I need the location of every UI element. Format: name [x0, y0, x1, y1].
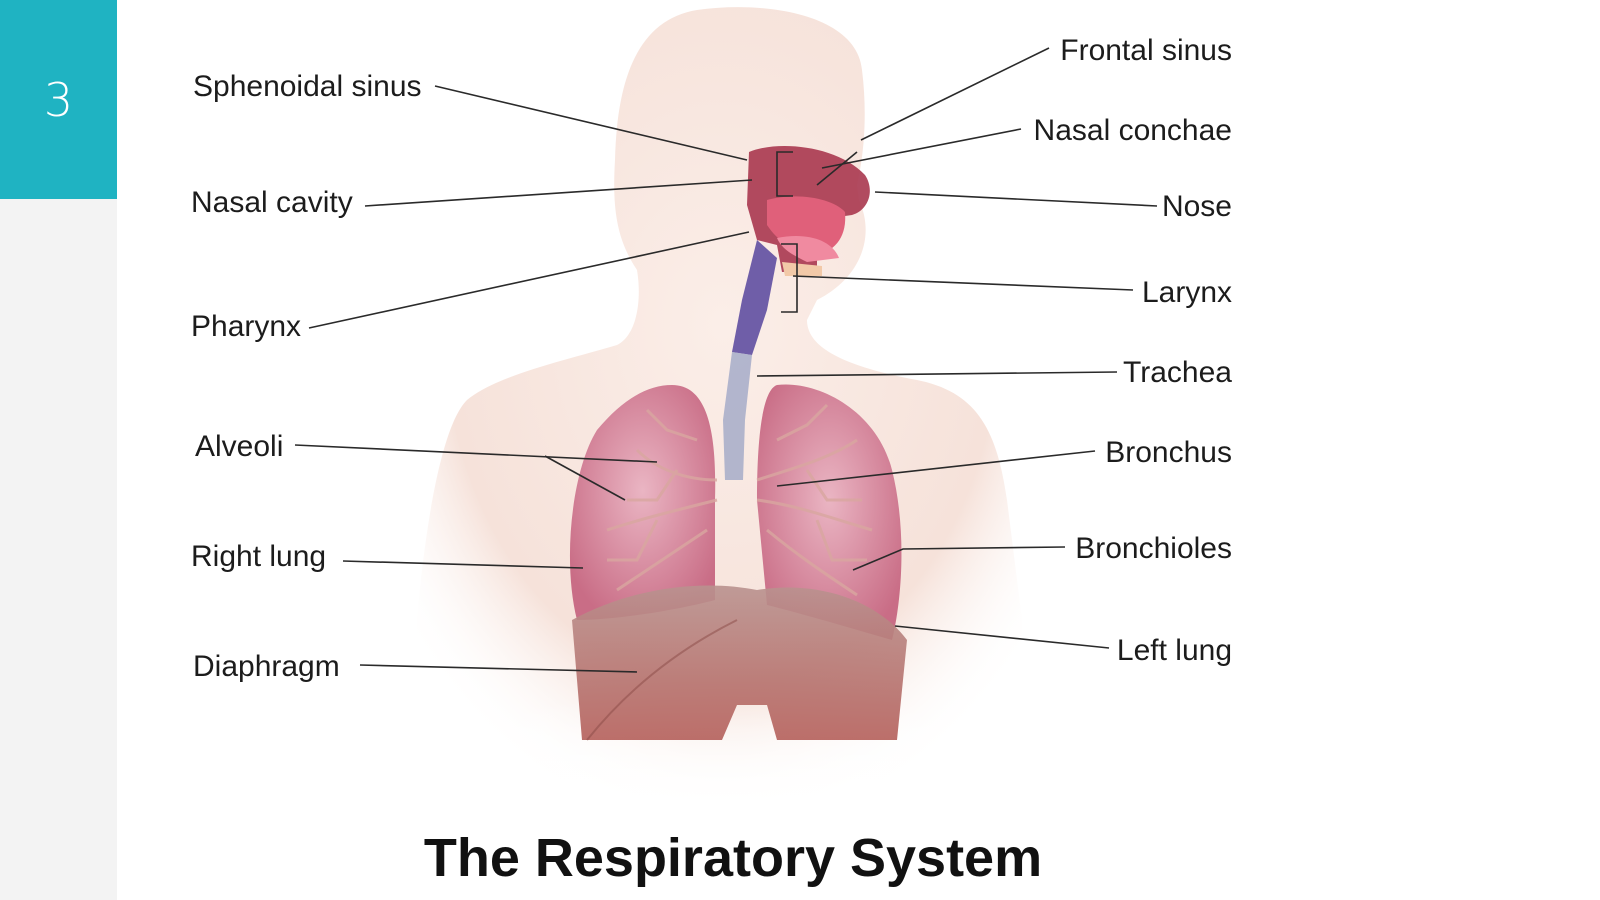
slide-number-badge: 3	[0, 0, 117, 199]
leader-larynx	[792, 275, 1134, 291]
leader-trachea	[756, 371, 1118, 377]
label-diaphragm: Diaphragm	[193, 650, 340, 683]
label-sphenoidal-sinus: Sphenoidal sinus	[193, 70, 422, 103]
leader-sphenoidal-sinus	[434, 85, 748, 161]
labels-right: Frontal sinus Nasal conchae Nose Larynx …	[1034, 34, 1233, 667]
leader-right-lung	[342, 560, 584, 569]
respiratory-system-diagram: Sphenoidal sinus Nasal cavity Pharynx Al…	[117, 0, 1600, 900]
label-nasal-cavity: Nasal cavity	[191, 186, 353, 219]
trachea	[723, 240, 777, 480]
leader-bronchus	[776, 450, 1096, 487]
leader-nasal-conchae-a	[821, 128, 1022, 169]
label-alveoli: Alveoli	[195, 430, 283, 463]
head-airways	[747, 145, 870, 276]
nasal-bracket	[776, 151, 793, 197]
leader-alveoli-a	[294, 444, 658, 463]
label-trachea: Trachea	[1123, 356, 1232, 389]
right-lung	[569, 385, 718, 620]
leader-pharynx	[308, 231, 750, 329]
diaphragm	[572, 585, 907, 741]
label-larynx: Larynx	[1142, 276, 1232, 309]
leader-lines	[294, 47, 1158, 673]
larynx-bracket	[781, 243, 798, 313]
leader-bronchioles	[852, 546, 1066, 571]
leader-left-lung	[894, 625, 1110, 649]
leader-nasal-conchae-b	[816, 151, 858, 186]
label-frontal-sinus: Frontal sinus	[1060, 34, 1232, 67]
leader-nasal-cavity	[364, 179, 753, 207]
label-bronchus: Bronchus	[1105, 436, 1232, 469]
left-lung	[756, 384, 902, 640]
label-pharynx: Pharynx	[191, 310, 301, 343]
leader-alveoli-b	[544, 455, 626, 501]
label-left-lung: Left lung	[1117, 634, 1232, 667]
leader-frontal-sinus	[860, 47, 1050, 141]
labels-left: Sphenoidal sinus Nasal cavity Pharynx Al…	[191, 70, 422, 683]
label-bronchioles: Bronchioles	[1075, 532, 1232, 565]
label-nasal-conchae: Nasal conchae	[1034, 114, 1232, 147]
label-nose: Nose	[1162, 190, 1232, 223]
leader-diaphragm	[359, 664, 638, 673]
diagram-canvas: Sphenoidal sinus Nasal cavity Pharynx Al…	[191, 7, 1233, 888]
leader-nose	[874, 191, 1158, 207]
label-right-lung: Right lung	[191, 540, 326, 573]
diagram-title: The Respiratory System	[424, 828, 1042, 888]
